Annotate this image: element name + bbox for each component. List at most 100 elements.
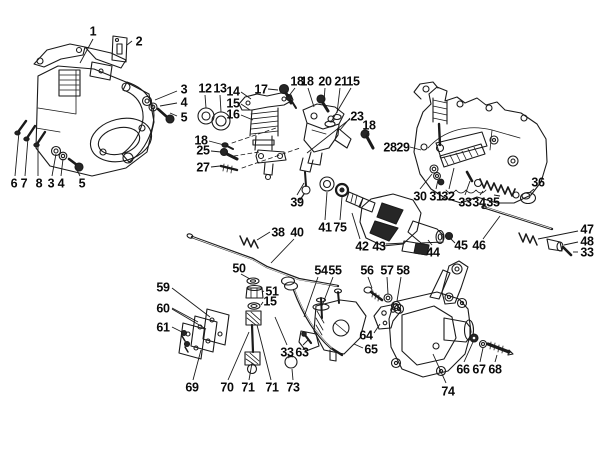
part-number-33: 33 (280, 346, 294, 360)
leader-line-41 (324, 191, 328, 221)
leader-line-74 (432, 353, 447, 384)
part-number-54: 54 (314, 264, 328, 278)
part-number-15: 15 (263, 295, 277, 309)
leader-line-5 (169, 112, 178, 117)
leader-line-71 (248, 362, 253, 381)
part-number-55: 55 (328, 264, 342, 278)
part-number-17: 17 (254, 83, 268, 97)
leader-line-6 (14, 131, 20, 177)
part-number-39: 39 (290, 196, 304, 210)
part-number-7: 7 (21, 177, 28, 191)
leader-line-40 (270, 238, 295, 264)
leader-line-27 (210, 165, 221, 168)
throttle-rod-linkage-drawing (178, 233, 344, 375)
leader-line-18 (307, 87, 315, 108)
leader-line-29 (409, 146, 422, 151)
leader-line-1 (79, 38, 94, 64)
leader-line-48 (563, 241, 579, 246)
part-number-71: 71 (265, 381, 279, 395)
leader-line-33 (464, 180, 471, 196)
leader-line-20 (323, 87, 326, 102)
part-number-23: 23 (350, 110, 364, 124)
part-number-5: 5 (181, 111, 188, 125)
part-number-1: 1 (90, 25, 97, 39)
part-number-59: 59 (156, 281, 170, 295)
part-number-60: 60 (156, 302, 170, 316)
leader-line-70 (227, 331, 250, 381)
part-number-57: 57 (380, 264, 394, 278)
part-number-74: 74 (441, 385, 455, 399)
part-number-16: 16 (226, 108, 240, 122)
part-number-48: 48 (580, 235, 594, 249)
leader-line-33 (274, 316, 288, 346)
leader-line-64 (373, 323, 381, 334)
part-number-25: 25 (196, 144, 210, 158)
governor-flyweight-drawing (319, 176, 454, 256)
part-number-18: 18 (300, 75, 314, 89)
left-pump-assembly-drawing (14, 35, 175, 177)
part-number-38: 38 (271, 226, 285, 240)
leader-line-15 (240, 103, 251, 111)
leader-line-34 (479, 190, 484, 196)
leader-line-58 (396, 276, 402, 302)
leader-line-16 (240, 114, 254, 121)
part-number-15: 15 (226, 97, 240, 111)
part-number-61: 61 (156, 321, 170, 335)
injection-pump-assembly-drawing (197, 83, 301, 181)
part-number-64: 64 (359, 329, 373, 343)
leader-line-71 (256, 324, 272, 381)
part-number-35: 35 (486, 196, 500, 210)
leader-line-56 (367, 276, 373, 289)
leader-line-3 (51, 153, 57, 177)
part-number-58: 58 (396, 264, 410, 278)
leader-line-13 (219, 94, 222, 113)
part-number-65: 65 (364, 343, 378, 357)
leader-line-47 (537, 230, 579, 240)
part-number-75: 75 (333, 221, 347, 235)
leader-line-31 (435, 179, 439, 190)
leader-line-4 (60, 158, 64, 177)
leader-line-18 (208, 140, 225, 146)
part-number-70: 70 (220, 381, 234, 395)
part-number-68: 68 (488, 363, 502, 377)
leader-line-73 (291, 368, 294, 381)
leader-line-43 (385, 242, 406, 245)
part-number-63: 63 (295, 346, 309, 360)
part-number-4: 4 (181, 96, 188, 110)
part-number-29: 29 (396, 141, 410, 155)
part-number-4: 4 (58, 177, 65, 191)
leader-line-42 (351, 212, 361, 240)
part-number-8: 8 (36, 177, 43, 191)
leader-line-32 (448, 167, 455, 190)
leader-line-15 (260, 301, 264, 306)
leader-line-63 (302, 339, 309, 346)
leader-line-18 (365, 130, 370, 137)
leader-line-60 (171, 307, 199, 323)
governor-lever-assembly-drawing (299, 94, 375, 201)
leader-line-7 (24, 137, 29, 177)
part-number-69: 69 (185, 381, 199, 395)
leader-line-59 (171, 287, 211, 318)
part-number-28: 28 (383, 141, 397, 155)
leader-line-46 (482, 215, 501, 240)
part-number-3: 3 (48, 177, 55, 191)
part-number-66: 66 (456, 363, 470, 377)
part-number-2: 2 (136, 35, 143, 49)
leader-line-67 (479, 347, 484, 363)
leader-line-23 (306, 118, 351, 154)
part-number-12: 12 (198, 82, 212, 96)
part-number-18: 18 (362, 119, 376, 133)
part-number-41: 41 (318, 221, 332, 235)
leader-line-44 (427, 239, 433, 246)
part-number-34: 34 (472, 196, 486, 210)
part-number-42: 42 (355, 240, 369, 254)
leader-line-30 (419, 173, 433, 190)
part-number-71: 71 (241, 381, 255, 395)
leader-line-39 (296, 182, 305, 196)
leader-line-15 (330, 87, 352, 123)
part-number-31: 31 (429, 190, 443, 204)
part-number-14: 14 (226, 85, 240, 99)
